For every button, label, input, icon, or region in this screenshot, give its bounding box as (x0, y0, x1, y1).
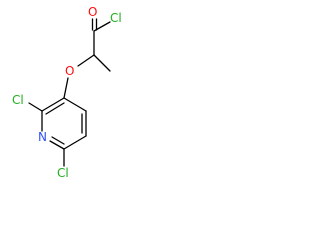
bond-c2-cl (28, 102, 43, 112)
atom-ring-chlorine-2: Cl (12, 93, 24, 107)
bond-ether-o-ring (63, 77, 69, 99)
bond-alpha-methyl (93, 54, 111, 72)
atom-carbonyl-oxygen: O (88, 5, 97, 19)
ring-bond-c2-c3 (41, 97, 65, 112)
atom-ring-chlorine-6: Cl (57, 166, 69, 180)
atom-ether-oxygen: O (65, 64, 74, 78)
bond-alpha-ether-o (77, 54, 95, 67)
ring-bond-c6-n-inner (51, 136, 65, 145)
atom-acyl-chlorine: Cl (110, 11, 122, 25)
ring-bond-c5-c6 (63, 135, 87, 150)
ring-bond-c2-c3-inner (45, 102, 65, 115)
ring-bond-c3-c4 (63, 97, 87, 112)
pyridine-ring (41, 97, 87, 150)
acyl-chloride-group (91, 18, 111, 56)
chemical-structure: O Cl O Cl N Cl (12, 5, 122, 180)
atom-ring-nitrogen: N (38, 130, 47, 144)
ring-bond-c6-n (49, 140, 65, 150)
bond-carbonyl-cl (93, 21, 111, 32)
